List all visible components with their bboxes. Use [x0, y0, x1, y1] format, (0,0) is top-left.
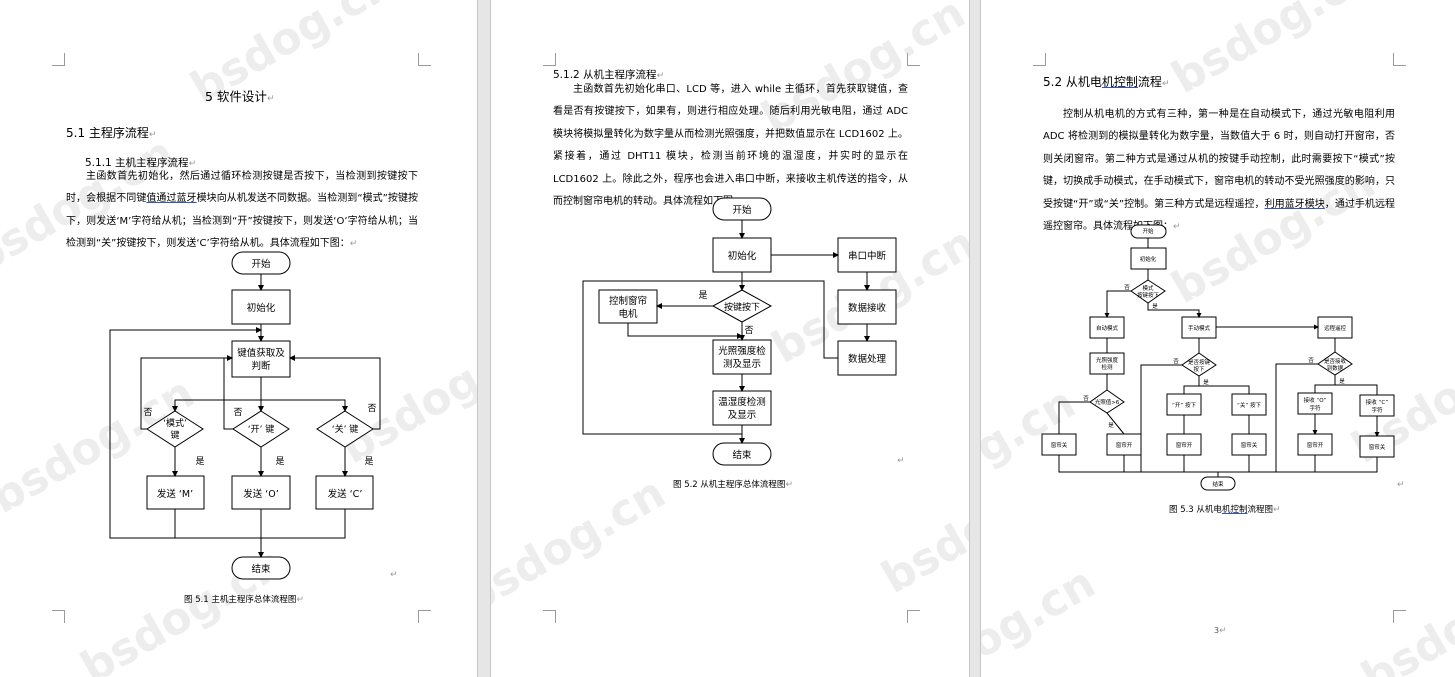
svg-text:是: 是: [195, 456, 204, 467]
svg-text:判断: 判断: [251, 360, 271, 372]
svg-text:否: 否: [744, 325, 753, 336]
svg-text:按键按下: 按键按下: [1137, 291, 1160, 299]
section-title: 5.2 从机电机控制流程↵: [1043, 75, 1170, 89]
body-paragraph: 控制从机电机的方式有三种，第一种是在自动模式下，通过光敏电阻利用 ADC 将检测…: [1043, 109, 1396, 233]
body-paragraph: 主函数首先初始化，然后通过循环检测按键是否按下，当检测到按键按下时，会根据不同键…: [66, 171, 418, 250]
svg-text:是: 是: [364, 456, 373, 467]
svg-text:是: 是: [1152, 303, 1158, 310]
svg-text:测及显示: 测及显示: [723, 359, 761, 370]
svg-text:是: 是: [1339, 378, 1345, 385]
node-read-key: 键值获取及: [237, 347, 285, 359]
svg-text:是: 是: [1203, 379, 1209, 386]
crop-mark: [52, 610, 65, 623]
node-light: 光照强度: [1096, 356, 1119, 364]
svg-text:是: 是: [698, 290, 707, 301]
node-ctrl-motor: 控制窗帘: [609, 295, 647, 307]
node-curtain-open: 窗帘开: [1116, 441, 1133, 449]
svg-text:键: 键: [170, 429, 179, 441]
node-end: 结束: [251, 563, 271, 575]
svg-text:否: 否: [1173, 358, 1179, 365]
svg-text:否: 否: [143, 407, 152, 418]
node-send-m: 发送 ‘M’: [157, 488, 193, 500]
node-open-key: ‘开’ 键: [248, 423, 275, 435]
crop-mark: [52, 53, 65, 66]
node-recv: 是否接收: [1324, 357, 1347, 365]
node-init: 初始化: [247, 302, 276, 314]
node-curtain-close: 窗帘关: [1369, 443, 1386, 451]
chapter-title: 5 软件设计↵: [205, 89, 275, 104]
node-light: 光照强度检: [718, 345, 766, 357]
document-page-3: bsdog.cn bsdog.cn bsdog.cn bsdog.cn bsdo…: [980, 0, 1455, 677]
node-start: 开始: [732, 204, 752, 216]
document-page-1: bsdog.cn bsdog.cn bsdog.cn bsdog.cn bsdo…: [0, 0, 478, 677]
svg-text:否: 否: [1124, 284, 1130, 291]
node-end: 结束: [1212, 480, 1224, 488]
svg-text:检测: 检测: [1101, 363, 1113, 371]
node-auto: 自动模式: [1096, 324, 1119, 332]
crop-mark: [1393, 53, 1406, 66]
flowchart-master-main: 开始 初始化 键值获取及 判断 ‘模式’ 键 ‘开’ 键 ‘关’ 键 否 否 否…: [109, 251, 381, 580]
node-open-pressed: “开” 按下: [1172, 401, 1196, 409]
node-send-o: 发送 ‘O’: [243, 488, 279, 500]
node-mode-key: 模式: [1142, 284, 1154, 292]
flowchart-motor-control: 开始 初始化 模式 按键按下 自动模式 手动模式 远程遥控 光照强度 检测 光照…: [1041, 224, 1395, 491]
section-title: 5.1 主程序流程↵: [66, 126, 157, 140]
node-light-gt: 光照值>6: [1095, 398, 1120, 406]
node-key: 是否按键: [1188, 358, 1211, 366]
node-data-proc: 数据处理: [848, 353, 887, 365]
subsection-title: 5.1.1 主机主程序流程↵: [85, 157, 197, 169]
svg-text:及显示: 及显示: [728, 410, 757, 421]
node-curtain-open: 窗帘开: [1307, 441, 1324, 449]
svg-text:是: 是: [275, 456, 284, 467]
figure-caption: 图 5.1 主机主程序总体流程图↵: [184, 595, 304, 605]
node-send-c: 发送 ‘C’: [328, 488, 363, 500]
svg-text:字符: 字符: [1371, 406, 1383, 414]
crop-mark: [543, 610, 556, 623]
svg-text:电机: 电机: [618, 308, 638, 320]
flowchart-slave-main: 开始 初始化 串口中断 按键按下 控制窗帘 电机 数据接收 光照强度检 测及显示…: [582, 197, 897, 466]
spellcheck-underline: 利用蓝牙模块: [1264, 198, 1325, 210]
node-uart-irq: 串口中断: [848, 250, 887, 262]
subsection-title: 5.1.2 从机主程序流程↵: [553, 69, 665, 81]
crop-mark: [1393, 610, 1406, 623]
node-curtain-open: 窗帘开: [1176, 441, 1193, 449]
crop-mark: [418, 53, 431, 66]
node-temp: 温湿度检测: [718, 396, 766, 408]
crop-mark: [907, 53, 920, 66]
node-recv-c: 接收 “C”: [1366, 398, 1389, 406]
svg-text:到数据: 到数据: [1327, 364, 1344, 372]
crop-mark: [1033, 53, 1046, 66]
crop-mark: [543, 53, 556, 66]
svg-text:否: 否: [367, 403, 376, 414]
node-key-pressed: 按键按下: [724, 301, 760, 313]
node-start: 开始: [251, 258, 271, 270]
node-data-recv: 数据接收: [848, 302, 887, 314]
crop-mark: [418, 610, 431, 623]
document-page-2: bsdog.cn bsdog.cn bsdog.cn bsdog.cn 5.1.…: [490, 0, 970, 677]
node-end: 结束: [732, 449, 752, 461]
node-curtain-close: 窗帘关: [1051, 441, 1068, 449]
figure-caption: 图 5.3 从机电机控制流程图↵: [1169, 505, 1281, 515]
svg-text:否: 否: [1083, 395, 1089, 402]
node-remote: 远程遥控: [1324, 324, 1347, 332]
svg-text:按下: 按下: [1193, 365, 1205, 373]
spellcheck-underline: 值通过蓝牙: [146, 193, 197, 205]
node-init: 初始化: [1140, 255, 1157, 263]
node-curtain-close: 窗帘关: [1241, 441, 1258, 449]
crop-mark: [907, 610, 920, 623]
node-close-key: ‘关’ 键: [332, 423, 359, 435]
node-start: 开始: [1142, 227, 1154, 235]
svg-text:否: 否: [1308, 357, 1314, 364]
page-number: 3↵: [1214, 626, 1227, 636]
node-manual: 手动模式: [1188, 324, 1211, 332]
figure-caption: 图 5.2 从机主程序总体流程图↵: [673, 480, 793, 490]
node-init: 初始化: [728, 250, 757, 262]
svg-text:是: 是: [1108, 422, 1114, 429]
svg-text:否: 否: [233, 407, 242, 418]
node-recv-o: 接收 “O”: [1304, 396, 1327, 404]
svg-text:字符: 字符: [1309, 404, 1321, 412]
node-close-pressed: “关” 按下: [1237, 401, 1261, 409]
node-mode-key: ‘模式’: [163, 417, 187, 429]
